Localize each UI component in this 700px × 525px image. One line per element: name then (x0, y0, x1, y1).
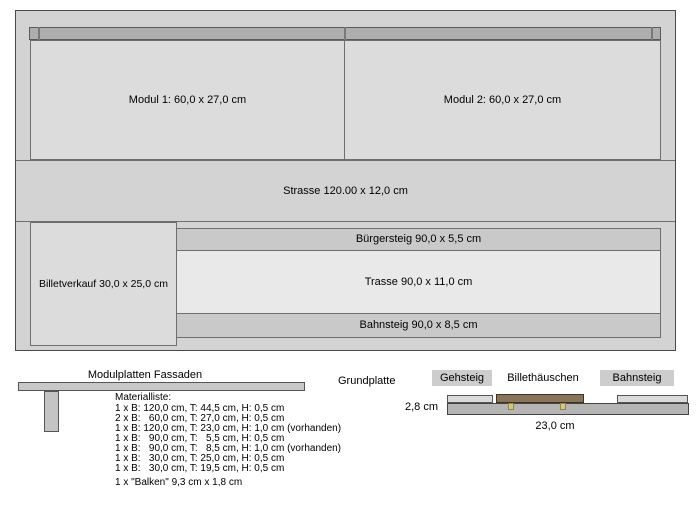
trasse-label: Trasse 90,0 x 11,0 cm (364, 275, 473, 288)
region-buergersteig: Bürgersteig 90,0 x 5,5 cm (176, 228, 661, 251)
region-strasse: Strasse 120.00 x 12,0 cm (16, 160, 675, 222)
balken-block (44, 391, 59, 432)
bahnsteig-label: Bahnsteig 90,0 x 8,5 cm (359, 319, 478, 331)
region-billetverkauf: Billetverkauf 30,0 x 25,0 cm (30, 222, 177, 346)
fascia-bar (18, 382, 305, 391)
modul-2-label: Modul 2: 60,0 x 27,0 cm (443, 93, 562, 106)
gehsteig-strip (447, 395, 493, 403)
fassaden-label: Modulplatten Fassaden (87, 369, 203, 381)
billetverkauf-label: Billetverkauf 30,0 x 25,0 cm (39, 277, 168, 290)
material-item: 2 x B: 60,0 cm, T: 27,0 cm, H: 0,5 cm (115, 413, 285, 424)
width-dimension-label: 23,0 cm (535, 420, 575, 432)
region-trasse: Trasse 90,0 x 11,0 cm (176, 250, 661, 314)
height-dimension-label: 2,8 cm (404, 401, 438, 413)
bahnsteig-label-box: Bahnsteig (600, 370, 674, 386)
material-item: 1 x B: 30,0 cm, T: 25,0 cm, H: 0,5 cm (115, 453, 285, 464)
material-item: 1 x B: 90,0 cm, T: 8,5 cm, H: 1,0 cm (vo… (115, 443, 342, 454)
region-bahnsteig: Bahnsteig 90,0 x 8,5 cm (176, 313, 661, 338)
grundplatte-label: Grundplatte (338, 375, 396, 387)
material-item: 1 x B: 120,0 cm, T: 23,0 cm, H: 1,0 cm (… (115, 423, 342, 434)
modul-1-label: Modul 1: 60,0 x 27,0 cm (128, 93, 247, 106)
batten-joint-mark-center (344, 27, 346, 40)
house-leg-left (508, 403, 514, 410)
region-modul-2: Modul 2: 60,0 x 27,0 cm (344, 40, 661, 160)
material-item: 1 x B: 90,0 cm, T: 5,5 cm, H: 0,5 cm (115, 433, 285, 444)
billethaeuschen-label: Billethäuschen (507, 371, 579, 384)
batten-joint-mark-right (651, 27, 653, 40)
gehsteig-label-box: Gehsteig (432, 370, 492, 386)
billethaeuschen-block (496, 394, 584, 403)
batten-joint-mark-left (38, 27, 40, 40)
material-item: 1 x B: 30,0 cm, T: 19,5 cm, H: 0,5 cm (115, 463, 285, 474)
plan-view: Modul 1: 60,0 x 27,0 cm Modul 2: 60,0 x … (15, 10, 676, 351)
buergersteig-label: Bürgersteig 90,0 x 5,5 cm (355, 233, 482, 245)
grundplatte-bar (447, 403, 689, 415)
materials-title: Materialliste: (115, 392, 172, 403)
bahnsteig-strip (617, 395, 688, 403)
materials-items: 1 x B: 120,0 cm, T: 44,5 cm, H: 0,5 cm 2… (115, 404, 341, 474)
strasse-label: Strasse 120.00 x 12,0 cm (283, 184, 408, 197)
region-modul-1: Modul 1: 60,0 x 27,0 cm (30, 40, 345, 160)
material-item: 1 x B: 120,0 cm, T: 44,5 cm, H: 0,5 cm (115, 403, 285, 414)
balken-note: 1 x "Balken" 9,3 cm x 1,8 cm (115, 477, 243, 488)
house-leg-right (560, 403, 566, 410)
